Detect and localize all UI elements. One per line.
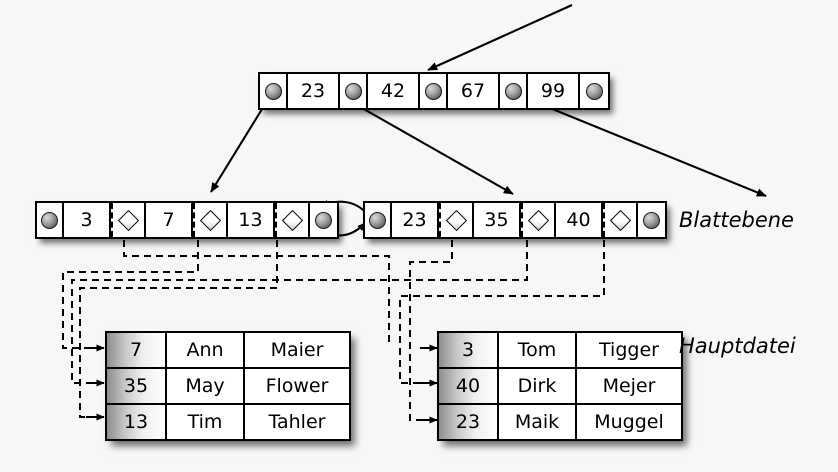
leaf-left-record-pointer-2[interactable]	[111, 203, 146, 237]
arrow-into-root	[427, 4, 573, 71]
table-right-first-cell: Tom	[499, 333, 577, 367]
root-index-node[interactable]: 23 42 67 99	[258, 72, 610, 110]
leaf-right-record-pointer-4[interactable]	[521, 203, 556, 237]
leaf-left-record-pointer-4[interactable]	[193, 203, 228, 237]
caption-leaf-level: Blattebene	[679, 208, 794, 232]
pointer-sphere-icon	[424, 82, 442, 100]
diamond-pointer-icon	[527, 209, 550, 231]
leaf-right-key-1[interactable]: 23	[392, 203, 439, 237]
leaf-left-pointer-7[interactable]	[310, 203, 337, 237]
pointer-sphere-icon	[41, 211, 58, 229]
root-node-key-7[interactable]: 99	[528, 74, 580, 108]
leaf-left-key-5[interactable]: 13	[228, 203, 275, 237]
pointer-sphere-icon	[369, 211, 386, 229]
table-left-key-cell: 35	[107, 369, 167, 403]
caption-main-file: Hauptdatei	[679, 334, 796, 358]
arrow-root-to-right-leaf	[347, 99, 514, 195]
table-left-key-cell: 7	[107, 333, 167, 367]
table-left-first-cell: Ann	[167, 333, 245, 367]
table-left-last-cell: Flower	[265, 375, 329, 397]
pointer-sphere-icon	[585, 82, 603, 100]
arrow-root-to-leaf-level-label	[517, 94, 767, 197]
table-right-last-cell: Muggel	[594, 411, 664, 433]
root-node-pointer-6[interactable]	[500, 74, 528, 108]
table-right-first-cell: Dirk	[499, 369, 577, 403]
table-right-key-cell: 40	[439, 369, 499, 403]
pointer-sphere-icon	[504, 82, 522, 100]
root-node-key-5[interactable]: 67	[448, 74, 500, 108]
table-right-key-cell: 23	[439, 405, 499, 439]
leaf-right-pointer-7[interactable]	[638, 203, 665, 237]
root-node-pointer-2[interactable]	[340, 74, 368, 108]
table-right-key-cell: 3	[439, 333, 499, 367]
leaf-right-key-3[interactable]: 35	[474, 203, 521, 237]
diamond-pointer-icon	[199, 209, 222, 231]
leaf-left-record-pointer-6[interactable]	[275, 203, 310, 237]
root-node-pointer-4[interactable]	[420, 74, 448, 108]
table-left-first-cell: May	[167, 369, 245, 403]
leaf-right-record-pointer-6[interactable]	[603, 203, 638, 237]
leaf-right-record-pointer-2[interactable]	[439, 203, 474, 237]
table-left-key-cell: 13	[107, 405, 167, 439]
pointer-sphere-icon	[264, 82, 282, 100]
leaf-left-key-1[interactable]: 3	[64, 203, 111, 237]
table-right-first-cell: Maik	[499, 405, 577, 439]
pointer-sphere-icon	[643, 211, 660, 229]
root-node-key-3[interactable]: 42	[368, 74, 420, 108]
diamond-pointer-icon	[445, 209, 468, 231]
root-node-pointer-8[interactable]	[580, 74, 608, 108]
leaf-node-left[interactable]: 3 7 13	[35, 201, 339, 239]
leaf-left-pointer-0[interactable]	[37, 203, 64, 237]
root-node-pointer-0[interactable]	[260, 74, 288, 108]
diamond-pointer-icon	[609, 209, 632, 231]
table-left-last-cell: Maier	[270, 339, 324, 361]
table-right-last-cell: Mejer	[602, 375, 656, 397]
diamond-pointer-icon	[281, 209, 304, 231]
table-right-last-cell: Tigger	[599, 339, 659, 361]
leaf-right-pointer-0[interactable]	[365, 203, 392, 237]
pointer-sphere-icon	[315, 211, 332, 229]
root-node-key-1[interactable]: 23	[288, 74, 340, 108]
leaf-node-right[interactable]: 23 35 40	[363, 201, 667, 239]
arrow-root-to-left-leaf	[210, 100, 268, 193]
diamond-pointer-icon	[117, 209, 140, 231]
pointer-sphere-icon	[344, 82, 362, 100]
leaf-left-key-3[interactable]: 7	[146, 203, 193, 237]
table-left-first-cell: Tim	[167, 405, 245, 439]
table-left-last-cell: Tahler	[268, 411, 326, 433]
leaf-right-key-5[interactable]: 40	[556, 203, 603, 237]
